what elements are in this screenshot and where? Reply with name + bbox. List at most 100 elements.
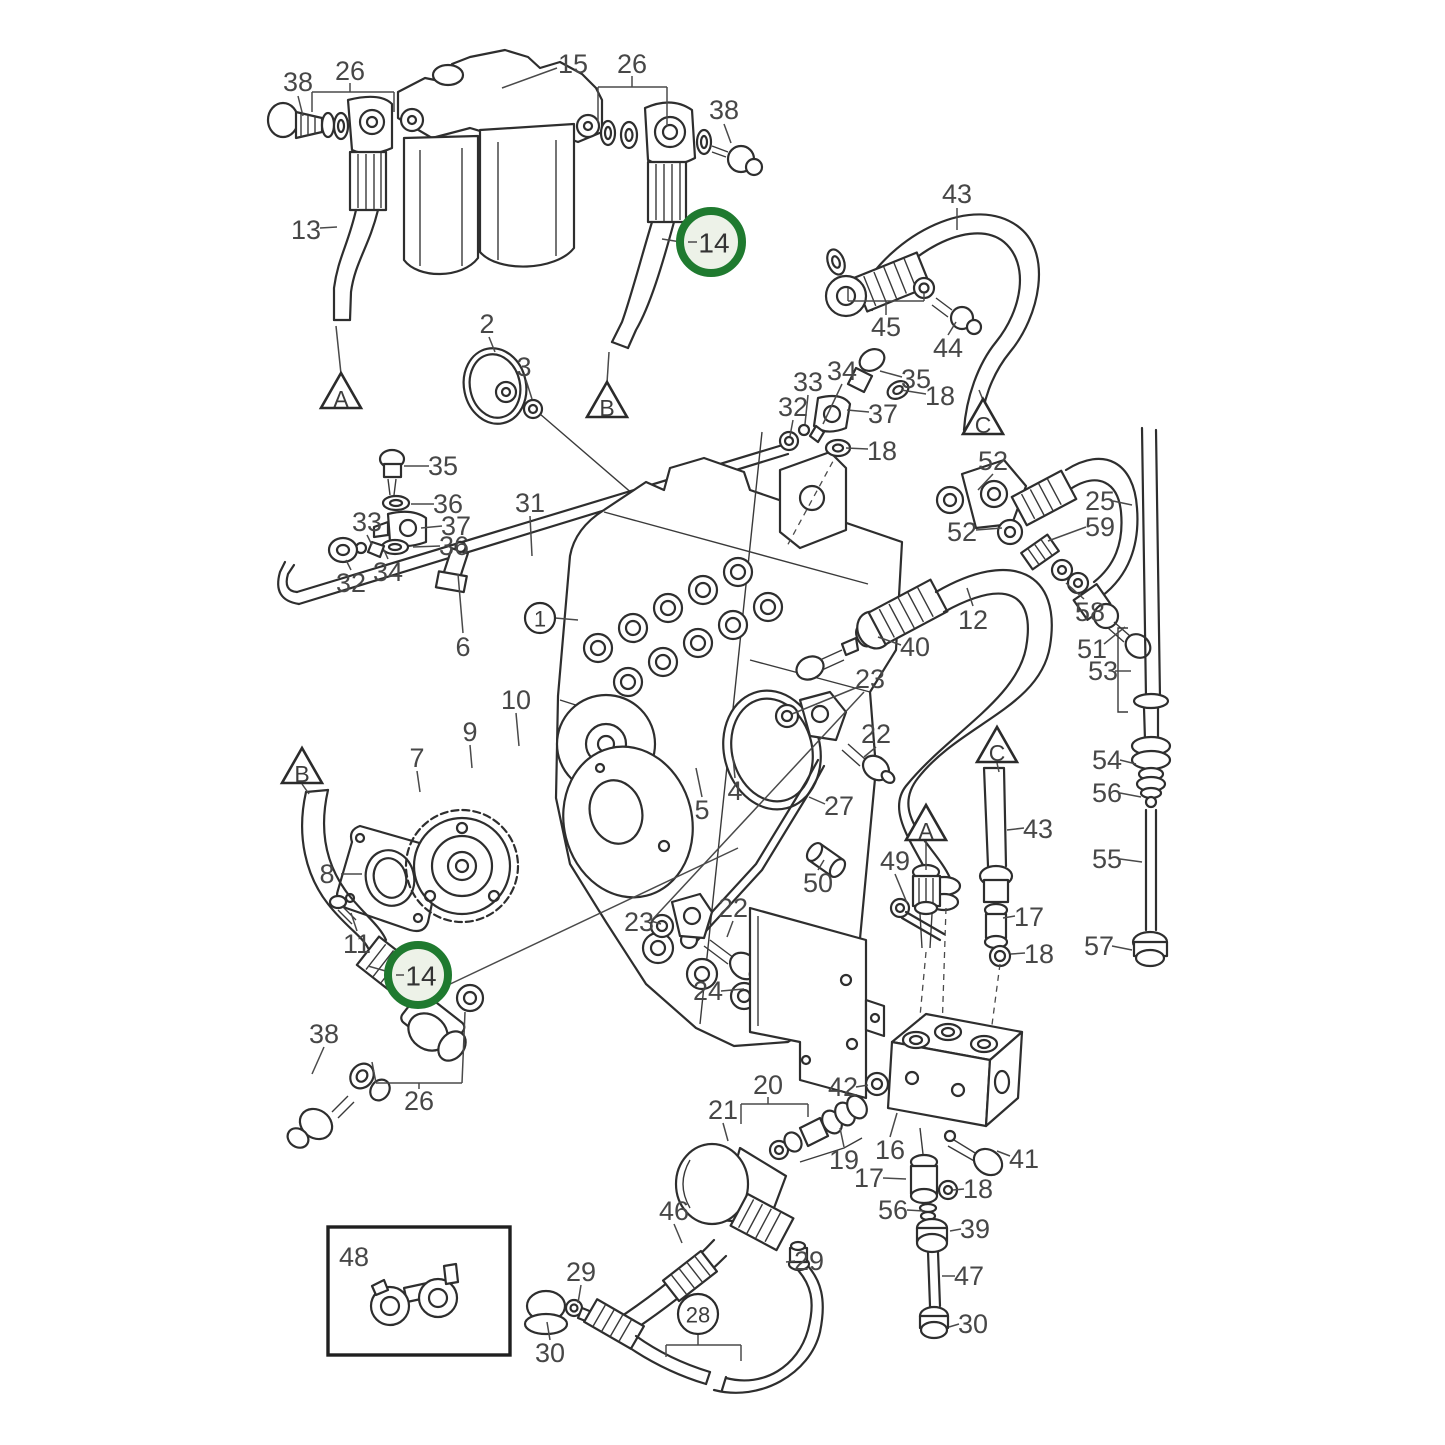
svg-text:35: 35 bbox=[901, 364, 931, 394]
part-label-8: 8 bbox=[319, 859, 362, 889]
svg-text:18: 18 bbox=[925, 381, 955, 411]
part-label-33: 33 bbox=[793, 367, 823, 425]
svg-text:29: 29 bbox=[566, 1257, 596, 1287]
part-label-6: 6 bbox=[455, 573, 471, 662]
part-label-25: 25 bbox=[1085, 486, 1133, 516]
svg-text:52: 52 bbox=[947, 517, 977, 547]
fuel-hose-12 bbox=[856, 568, 1053, 1033]
banjo-fitting-right bbox=[599, 101, 764, 350]
under-block-fittings bbox=[864, 1071, 1004, 1340]
svg-text:51: 51 bbox=[1077, 634, 1107, 664]
part-label-18: 18 bbox=[845, 436, 897, 466]
part-label-37: 37 bbox=[420, 511, 471, 541]
ref-triangle-c: C bbox=[960, 389, 1006, 438]
svg-text:23: 23 bbox=[855, 664, 885, 694]
svg-text:26: 26 bbox=[617, 49, 647, 79]
svg-text:4: 4 bbox=[727, 776, 742, 806]
svg-text:23: 23 bbox=[624, 907, 654, 937]
part-label-56: 56 bbox=[1092, 778, 1142, 808]
svg-text:34: 34 bbox=[827, 356, 857, 386]
circle-ref-28: 28 bbox=[665, 1292, 742, 1361]
svg-text:34: 34 bbox=[373, 557, 403, 587]
svg-text:9: 9 bbox=[462, 717, 477, 747]
svg-text:5: 5 bbox=[694, 795, 709, 825]
svg-text:37: 37 bbox=[441, 511, 471, 541]
svg-text:33: 33 bbox=[352, 507, 382, 537]
part-label-17: 17 bbox=[854, 1163, 907, 1193]
svg-text:33: 33 bbox=[793, 367, 823, 397]
part-label-52: 52 bbox=[947, 517, 1003, 547]
svg-text:42: 42 bbox=[828, 1072, 858, 1102]
part-label-30: 30 bbox=[535, 1321, 565, 1368]
solenoid-valve-21 bbox=[674, 1142, 795, 1252]
part-label-19: 19 bbox=[829, 1127, 859, 1175]
svg-text:C: C bbox=[975, 412, 992, 438]
svg-text:20: 20 bbox=[753, 1070, 783, 1100]
part-label-38: 38 bbox=[709, 95, 739, 144]
svg-text:49: 49 bbox=[880, 846, 910, 876]
part-label-49: 49 bbox=[880, 846, 910, 904]
fuel-hose-43-lower bbox=[978, 766, 1014, 1041]
svg-text:57: 57 bbox=[1084, 931, 1114, 961]
svg-text:18: 18 bbox=[963, 1174, 993, 1204]
svg-text:39: 39 bbox=[960, 1214, 990, 1244]
svg-text:18: 18 bbox=[1024, 939, 1054, 969]
part-label-39: 39 bbox=[949, 1214, 990, 1244]
svg-text:26: 26 bbox=[404, 1086, 434, 1116]
ref-triangle-b: B bbox=[279, 745, 325, 795]
svg-text:17: 17 bbox=[1014, 902, 1044, 932]
part-label-21: 21 bbox=[708, 1095, 738, 1142]
part-label-31: 31 bbox=[515, 488, 545, 557]
tube-53-55-column bbox=[1117, 426, 1172, 968]
part-label-15: 15 bbox=[501, 49, 588, 89]
svg-text:30: 30 bbox=[535, 1338, 565, 1368]
svg-text:25: 25 bbox=[1085, 486, 1115, 516]
part-label-16: 16 bbox=[875, 1112, 905, 1165]
part-label-27: 27 bbox=[808, 791, 854, 821]
svg-text:3: 3 bbox=[516, 352, 531, 382]
part-label-40: 40 bbox=[877, 632, 930, 662]
svg-text:45: 45 bbox=[871, 312, 901, 342]
part-label-32: 32 bbox=[336, 559, 366, 598]
part-label-56: 56 bbox=[878, 1195, 925, 1225]
part-label-38: 38 bbox=[283, 67, 313, 117]
fuel-filter-assembly bbox=[396, 48, 604, 276]
stop-lever-49-50 bbox=[805, 841, 946, 1039]
part-label-23: 23 bbox=[624, 907, 662, 937]
svg-text:7: 7 bbox=[409, 743, 424, 773]
valve-parts-19-20 bbox=[768, 1094, 868, 1163]
part-label-2: 2 bbox=[479, 309, 496, 353]
svg-text:B: B bbox=[294, 761, 309, 787]
svg-text:14: 14 bbox=[698, 228, 729, 259]
svg-text:43: 43 bbox=[942, 179, 972, 209]
svg-text:24: 24 bbox=[693, 976, 723, 1006]
svg-text:40: 40 bbox=[900, 632, 930, 662]
svg-text:A: A bbox=[333, 386, 349, 412]
part-label-24: 24 bbox=[693, 976, 745, 1006]
part-label-45: 45 bbox=[847, 288, 925, 342]
svg-text:37: 37 bbox=[868, 399, 898, 429]
svg-text:22: 22 bbox=[861, 719, 891, 749]
part-label-42: 42 bbox=[828, 1072, 869, 1102]
part-label-11: 11 bbox=[343, 912, 371, 959]
part-label-50: 50 bbox=[803, 859, 833, 898]
circle-ref-1: 1 bbox=[523, 601, 579, 635]
svg-text:32: 32 bbox=[336, 568, 366, 598]
svg-text:35: 35 bbox=[428, 451, 458, 481]
mounting-bracket-24 bbox=[748, 906, 886, 1100]
svg-text:31: 31 bbox=[515, 488, 545, 518]
svg-text:26: 26 bbox=[335, 56, 365, 86]
svg-text:1: 1 bbox=[534, 607, 546, 632]
hose-25-and-fittings bbox=[935, 457, 1152, 659]
svg-text:52: 52 bbox=[978, 446, 1008, 476]
svg-text:21: 21 bbox=[708, 1095, 738, 1125]
part-label-55: 55 bbox=[1092, 844, 1143, 874]
part-label-7: 7 bbox=[409, 743, 425, 793]
part-label-18: 18 bbox=[952, 1174, 993, 1204]
svg-text:46: 46 bbox=[659, 1196, 689, 1226]
svg-text:C: C bbox=[989, 740, 1006, 766]
svg-text:12: 12 bbox=[958, 605, 988, 635]
svg-text:22: 22 bbox=[718, 893, 748, 923]
part-label-26: 26 bbox=[311, 56, 395, 112]
part-label-22: 22 bbox=[861, 719, 891, 758]
